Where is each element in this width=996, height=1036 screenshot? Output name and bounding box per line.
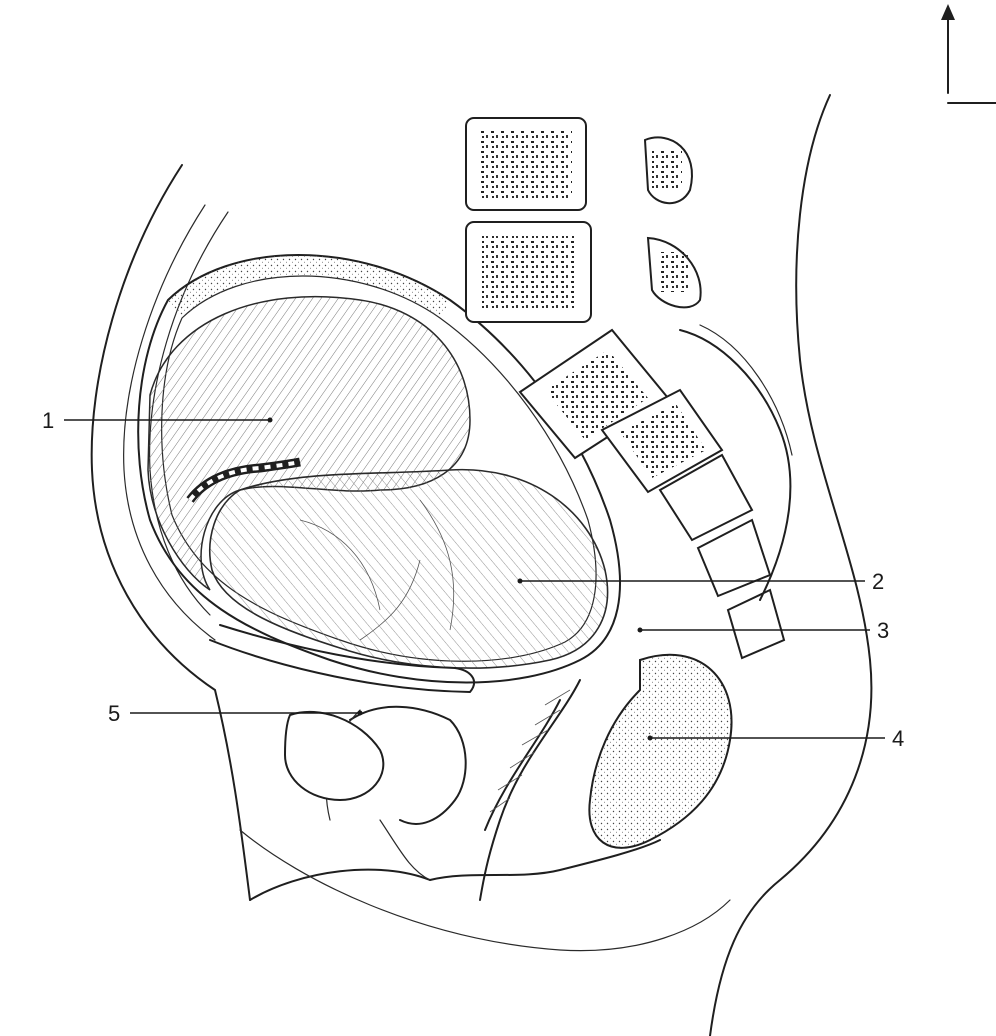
label-3: 3 [877, 618, 889, 643]
orientation-arrow [941, 4, 996, 103]
label-1: 1 [42, 408, 54, 433]
rectum [589, 655, 731, 848]
label-5: 5 [108, 701, 120, 726]
birth-canal [480, 680, 580, 900]
pubic-bone [285, 712, 383, 800]
label-2: 2 [872, 569, 884, 594]
spinous-processes [645, 137, 792, 600]
label-4: 4 [892, 726, 904, 751]
